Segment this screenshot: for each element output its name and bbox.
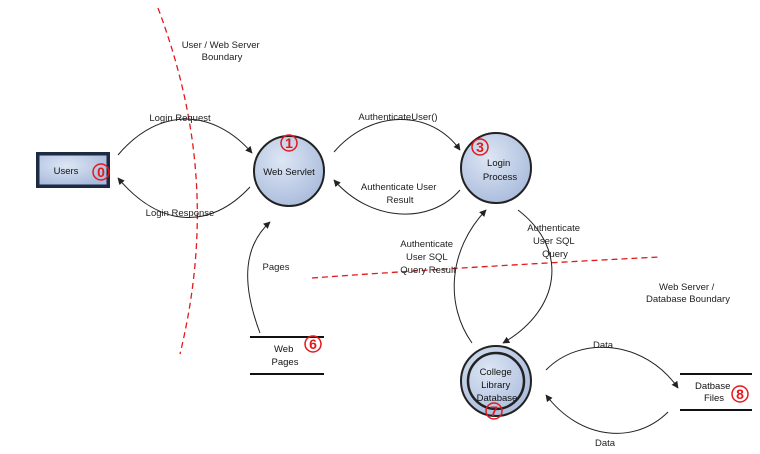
database-files-store: Datbase Files 8: [680, 373, 752, 411]
login-response-arrow: [117, 177, 251, 218]
authenticate-user-result-label: Authenticate User Result: [361, 182, 439, 206]
pages-label: Pages: [263, 262, 290, 273]
svg-text:College Library Da: College Library Database: [477, 367, 518, 404]
auth-sql-query-arrow: [502, 209, 553, 344]
svg-text:Web Servlet: Web Servlet: [263, 167, 315, 178]
auth-sql-result-arrow: [453, 209, 487, 344]
svg-text:6: 6: [309, 336, 317, 352]
data-from-files-label: Data: [595, 438, 616, 449]
pages-arrow: [247, 221, 271, 334]
login-request-arrow: [117, 118, 253, 156]
users-entity: Users 0: [36, 152, 110, 188]
svg-text:3: 3: [476, 139, 484, 155]
web-db-boundary-line: [311, 256, 661, 279]
svg-text:Datbase Files: Datbase Files: [695, 381, 733, 404]
web-db-boundary-label: Web Server / Database Boundary: [646, 282, 730, 305]
user-web-boundary-label: User / Web Server Boundary: [182, 40, 263, 63]
data-to-files-label: Data: [593, 340, 614, 351]
authenticate-user-arrow: [333, 119, 461, 153]
authenticate-user-label: AuthenticateUser(): [358, 112, 437, 123]
login-process: Login Process 3: [460, 132, 532, 204]
svg-text:1: 1: [285, 135, 293, 151]
svg-text:Login Process: Login Process: [483, 158, 518, 183]
college-library-database: College Library Database 7: [460, 345, 532, 420]
web-pages-store: Web Pages 6: [250, 335, 324, 375]
svg-text:7: 7: [490, 403, 498, 419]
data-to-files-arrow: [545, 346, 679, 389]
data-from-files-arrow: [545, 394, 669, 434]
user-web-boundary-line: [157, 7, 198, 355]
authenticate-user-result-arrow: [333, 179, 461, 215]
auth-sql-query-label: Authenticate User SQL Query: [527, 223, 582, 260]
login-response-label: Login Response: [146, 208, 215, 219]
login-request-label: Login Request: [149, 113, 211, 124]
web-servlet-process: Web Servlet 1: [253, 134, 325, 207]
auth-sql-result-label: Authenticate User SQL Query Result: [400, 239, 456, 276]
svg-text:Users: Users: [54, 166, 79, 177]
svg-text:0: 0: [97, 164, 105, 180]
svg-text:8: 8: [736, 386, 744, 402]
svg-text:Web Pages: Web Pages: [272, 344, 299, 368]
